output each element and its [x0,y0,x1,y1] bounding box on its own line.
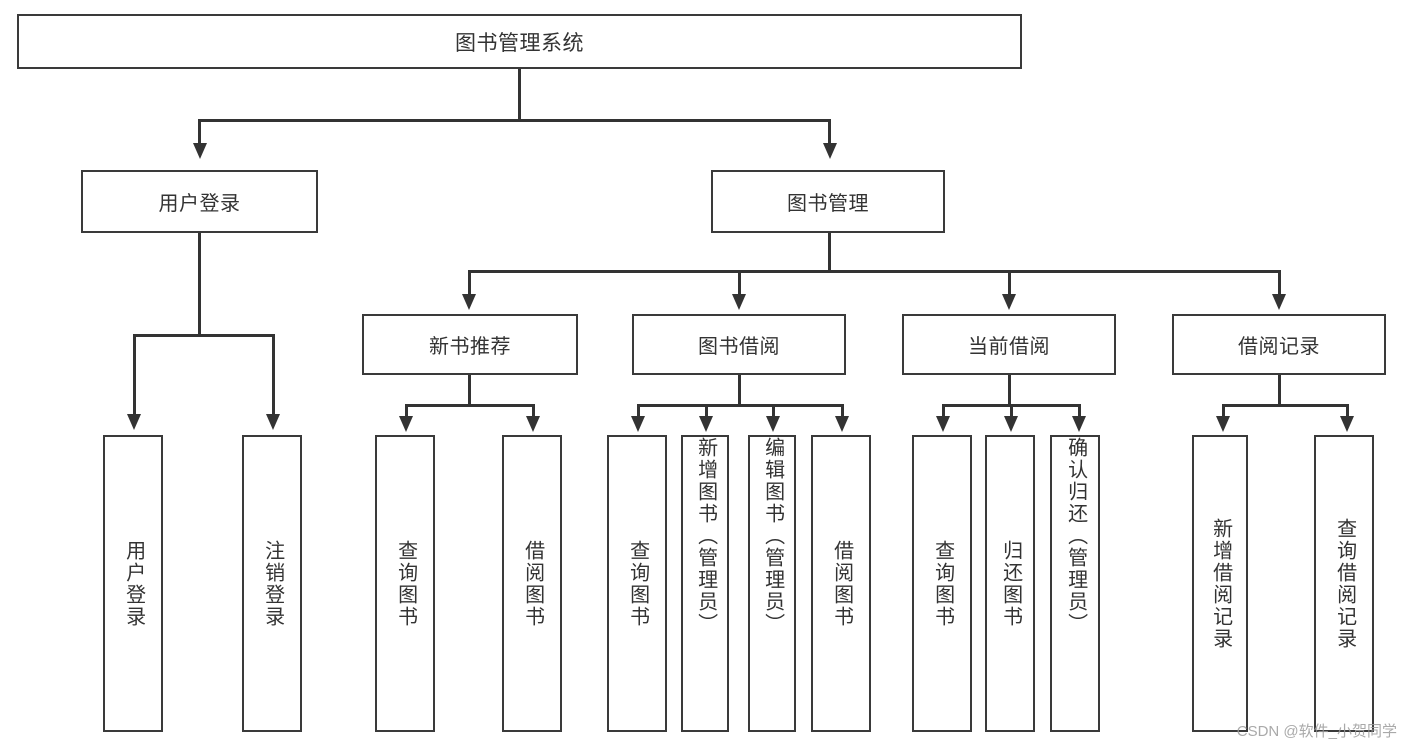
arrow-book-manage-to-book-borrow [732,294,746,310]
connector-book-manage-to-new-book [468,270,471,296]
leaf-current-borrow-confirm-return-admin[interactable]: 确认归还（管理员） [1050,435,1100,732]
arrow-root-to-user-login [192,143,207,159]
leaf-book-borrow-edit-book-admin[interactable]: 编辑图书（管理员） [748,435,796,732]
connector-current-borrow-leaf-2 [1078,404,1081,418]
connector-book-manage-bus [468,270,1279,273]
arrow-user-login-leaf-0 [127,414,141,430]
arrow-current-borrow-leaf-0 [936,416,950,432]
arrow-book-manage-to-current-borrow [1002,294,1016,310]
node-borrow-record[interactable]: 借阅记录 [1172,314,1386,375]
arrow-book-manage-to-borrow-record [1272,294,1286,310]
arrow-book-borrow-leaf-1 [699,416,713,432]
connector-borrow-record-leaf-1 [1346,404,1349,418]
connector-root-to-user-login [198,119,201,145]
connector-book-borrow-stem [738,375,741,406]
node-label: 编辑图书（管理员） [761,437,784,635]
connector-book-borrow-leaf-2 [772,404,775,418]
leaf-user-login-login[interactable]: 用户登录 [103,435,163,732]
node-book-management[interactable]: 图书管理 [711,170,945,233]
connector-root-bus [198,119,830,122]
node-root-system[interactable]: 图书管理系统 [17,14,1022,69]
node-label: 查询借阅记录 [1333,517,1356,650]
node-label: 借阅图书 [830,539,853,628]
node-label: 查询图书 [626,539,649,628]
connector-borrow-record-stem [1278,375,1281,406]
arrow-user-login-leaf-1 [266,414,280,430]
connector-root-to-book-manage [828,119,831,145]
node-label: 借阅记录 [1238,336,1320,358]
arrow-borrow-record-leaf-0 [1216,416,1230,432]
watermark: CSDN @软件_小贺同学 [1236,723,1397,740]
node-label: 用户登录 [158,193,241,215]
leaf-book-borrow-borrow-books[interactable]: 借阅图书 [811,435,871,732]
connector-book-manage-stem [828,233,831,271]
node-label: 新增借阅记录 [1209,517,1232,650]
node-label: 图书管理 [787,193,869,215]
node-book-borrow[interactable]: 图书借阅 [632,314,846,375]
node-label: 当前借阅 [968,336,1050,358]
connector-new-book-leaf-0 [405,404,408,418]
connector-book-borrow-leaf-3 [841,404,844,418]
connector-borrow-record-leaf-0 [1222,404,1225,418]
node-user-login[interactable]: 用户登录 [81,170,318,233]
connector-book-manage-to-book-borrow [738,270,741,296]
node-label: 图书借阅 [698,336,780,358]
node-label: 查询图书 [394,539,417,628]
leaf-book-borrow-query-books[interactable]: 查询图书 [607,435,667,732]
arrow-current-borrow-leaf-1 [1004,416,1018,432]
arrow-book-borrow-leaf-3 [835,416,849,432]
leaf-borrow-record-add-record[interactable]: 新增借阅记录 [1192,435,1248,732]
node-label: 图书管理系统 [455,31,584,55]
connector-current-borrow-leaf-0 [942,404,945,418]
node-label: 确认归还（管理员） [1064,437,1087,635]
connector-new-book-leaf-1 [532,404,535,418]
arrow-current-borrow-leaf-2 [1072,416,1086,432]
connector-book-manage-to-borrow-record [1278,270,1281,296]
connector-user-login-leaf-0 [133,334,136,416]
leaf-new-book-borrow-books[interactable]: 借阅图书 [502,435,562,732]
leaf-borrow-record-query-record[interactable]: 查询借阅记录 [1314,435,1374,732]
connector-book-borrow-leaf-0 [637,404,640,418]
connector-borrow-record-bus [1222,404,1346,407]
connector-current-borrow-stem [1008,375,1011,406]
arrow-new-book-leaf-1 [526,416,540,432]
arrow-book-borrow-leaf-2 [766,416,780,432]
node-label: 借阅图书 [521,539,544,628]
connector-root-stem [518,69,521,120]
node-current-borrow[interactable]: 当前借阅 [902,314,1116,375]
arrow-book-manage-to-new-book [462,294,476,310]
leaf-new-book-query-books[interactable]: 查询图书 [375,435,435,732]
arrow-root-to-book-manage [822,143,837,159]
leaf-current-borrow-return-books[interactable]: 归还图书 [985,435,1035,732]
leaf-user-login-logout[interactable]: 注销登录 [242,435,302,732]
node-label: 归还图书 [999,539,1022,628]
arrow-borrow-record-leaf-1 [1340,416,1354,432]
connector-book-manage-to-current-borrow [1008,270,1011,296]
connector-book-borrow-bus [637,404,841,407]
node-label: 新书推荐 [429,336,511,358]
node-new-book-recommend[interactable]: 新书推荐 [362,314,578,375]
node-label: 新增图书（管理员） [694,437,717,635]
leaf-book-borrow-add-book-admin[interactable]: 新增图书（管理员） [681,435,729,732]
connector-book-borrow-leaf-1 [705,404,708,418]
node-label: 查询图书 [931,539,954,628]
arrow-new-book-leaf-0 [399,416,413,432]
leaf-current-borrow-query-books[interactable]: 查询图书 [912,435,972,732]
connector-current-borrow-leaf-1 [1010,404,1013,418]
connector-user-login-leaf-1 [272,334,275,416]
connector-user-login-bus [133,334,273,337]
connector-new-book-stem [468,375,471,406]
node-label: 注销登录 [261,539,284,628]
connector-user-login-stem [198,233,201,335]
node-label: 用户登录 [122,539,145,628]
arrow-book-borrow-leaf-0 [631,416,645,432]
connector-new-book-bus [405,404,532,407]
